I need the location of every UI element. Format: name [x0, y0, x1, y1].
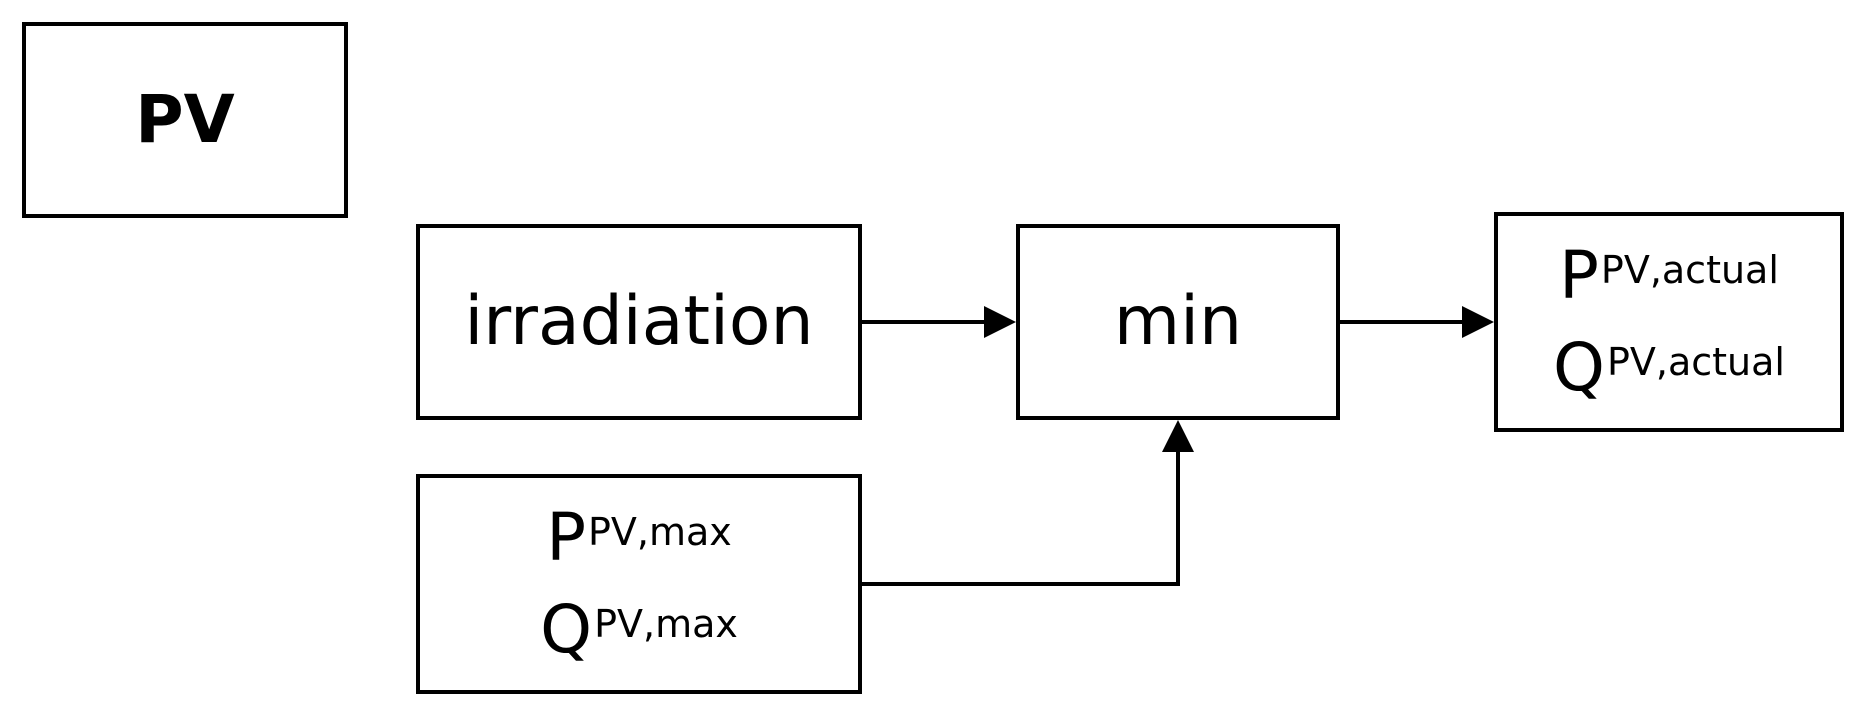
p-pv-actual-symbol: P: [1559, 237, 1599, 314]
irradiation-label: irradiation: [464, 282, 814, 361]
pv-max-block: P PV,max Q PV,max: [416, 474, 862, 694]
title-box: PV: [22, 22, 348, 218]
arrow-min-to-actual-head: [1462, 306, 1494, 338]
q-pv-actual-superscript: PV,actual: [1606, 340, 1785, 384]
arrow-irradiation-to-min-head: [984, 306, 1016, 338]
arrow-max-to-min-head: [1162, 420, 1194, 452]
irradiation-block: irradiation: [416, 224, 862, 420]
pv-actual-block: P PV,actual Q PV,actual: [1494, 212, 1844, 432]
p-pv-actual: P PV,actual: [1559, 243, 1779, 309]
p-pv-actual-superscript: PV,actual: [1600, 248, 1779, 292]
p-pv-max: P PV,max: [546, 505, 732, 571]
p-pv-max-symbol: P: [546, 499, 587, 576]
q-pv-max: Q PV,max: [540, 597, 738, 663]
min-block: min: [1016, 224, 1340, 420]
q-pv-actual-symbol: Q: [1553, 329, 1605, 406]
q-pv-max-symbol: Q: [540, 591, 593, 668]
arrow-max-to-min-line: [862, 450, 1180, 586]
p-pv-max-superscript: PV,max: [588, 510, 732, 554]
min-label: min: [1113, 282, 1243, 361]
q-pv-max-superscript: PV,max: [594, 602, 738, 646]
q-pv-actual: Q PV,actual: [1553, 335, 1785, 401]
title-label: PV: [135, 81, 235, 158]
